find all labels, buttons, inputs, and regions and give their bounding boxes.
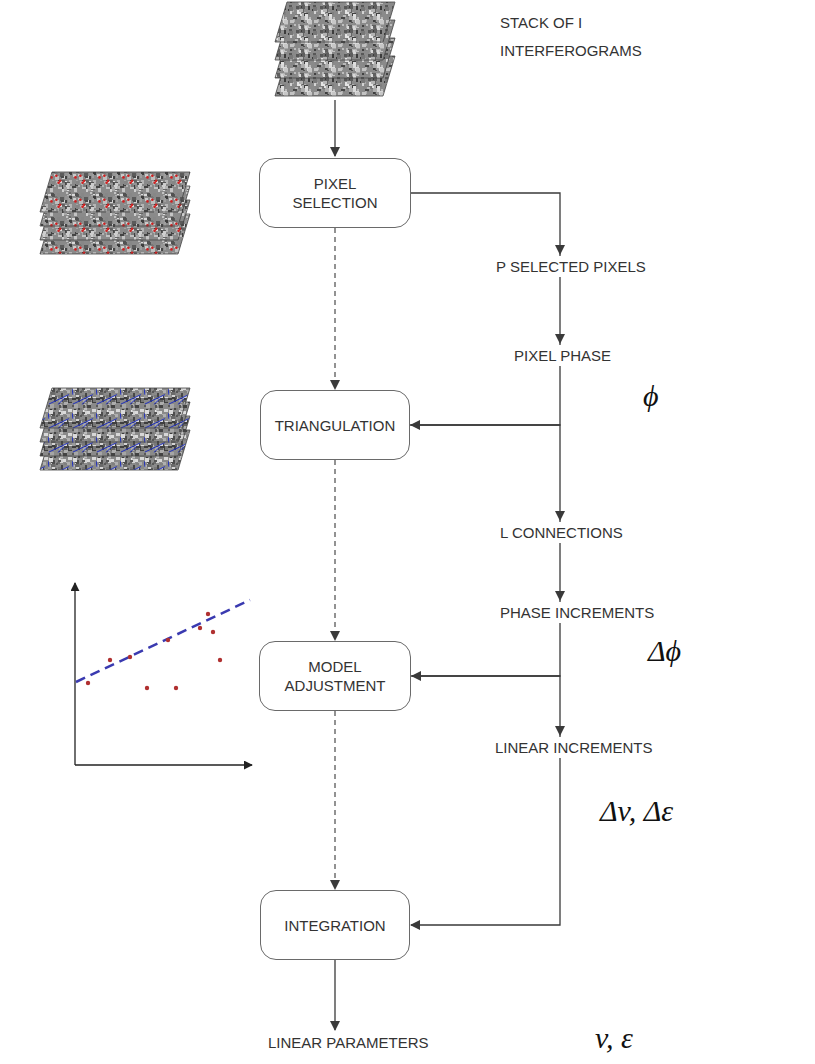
data-point bbox=[166, 638, 170, 642]
input-arrow bbox=[334, 100, 335, 156]
box-label: TRIANGULATION bbox=[275, 416, 396, 435]
math-symbol: Δv, Δε bbox=[597, 793, 676, 829]
data-label: PIXEL PHASE bbox=[511, 345, 614, 366]
flow-arrow bbox=[410, 425, 560, 676]
y-axis bbox=[74, 583, 75, 765]
data-label: PHASE INCREMENTS bbox=[497, 602, 657, 623]
process-box: TRIANGULATION bbox=[260, 390, 410, 460]
dashed-flow-arrow bbox=[334, 711, 335, 889]
process-box: INTEGRATION bbox=[260, 890, 410, 960]
math-symbol: ϕ bbox=[640, 378, 662, 414]
dashed-flow-arrow bbox=[334, 228, 335, 389]
fit-line bbox=[76, 600, 250, 682]
arrowhead bbox=[555, 245, 565, 255]
data-point bbox=[218, 658, 222, 662]
box-label: INTEGRATION bbox=[284, 916, 385, 935]
math-symbol: v, ε bbox=[592, 1020, 636, 1056]
data-label: L CONNECTIONS bbox=[497, 522, 626, 543]
data-label: P SELECTED PIXELS bbox=[493, 256, 649, 277]
interferogram-sheet bbox=[40, 172, 190, 212]
data-point bbox=[174, 686, 178, 690]
model-fit-chart bbox=[75, 583, 252, 765]
x-axis bbox=[75, 764, 252, 765]
data-label: LINEAR PARAMETERS bbox=[265, 1032, 432, 1053]
arrowhead bbox=[555, 726, 565, 736]
data-point bbox=[145, 686, 149, 690]
flow-arrow bbox=[411, 676, 560, 925]
arrowhead bbox=[555, 334, 565, 344]
interferogram-sheet bbox=[40, 388, 190, 428]
output-arrow bbox=[334, 960, 335, 1030]
math-symbol: Δϕ bbox=[645, 633, 684, 669]
data-point bbox=[86, 681, 90, 685]
flow-arrow bbox=[411, 193, 560, 425]
data-point bbox=[108, 658, 112, 662]
data-point bbox=[128, 655, 132, 659]
process-box: PIXEL SELECTION bbox=[259, 158, 411, 228]
data-label: STACK OF I INTERFEROGRAMS bbox=[497, 8, 673, 66]
box-label: MODEL ADJUSTMENT bbox=[272, 657, 398, 695]
data-point bbox=[198, 626, 202, 630]
data-point bbox=[206, 612, 210, 616]
data-label: LINEAR INCREMENTS bbox=[492, 737, 656, 758]
arrowhead bbox=[555, 591, 565, 601]
arrowhead bbox=[555, 511, 565, 521]
data-point bbox=[211, 630, 215, 634]
box-label: PIXEL SELECTION bbox=[272, 174, 398, 212]
interferogram-sheet bbox=[275, 2, 395, 42]
process-box: MODEL ADJUSTMENT bbox=[259, 641, 411, 711]
dashed-flow-arrow bbox=[334, 460, 335, 640]
